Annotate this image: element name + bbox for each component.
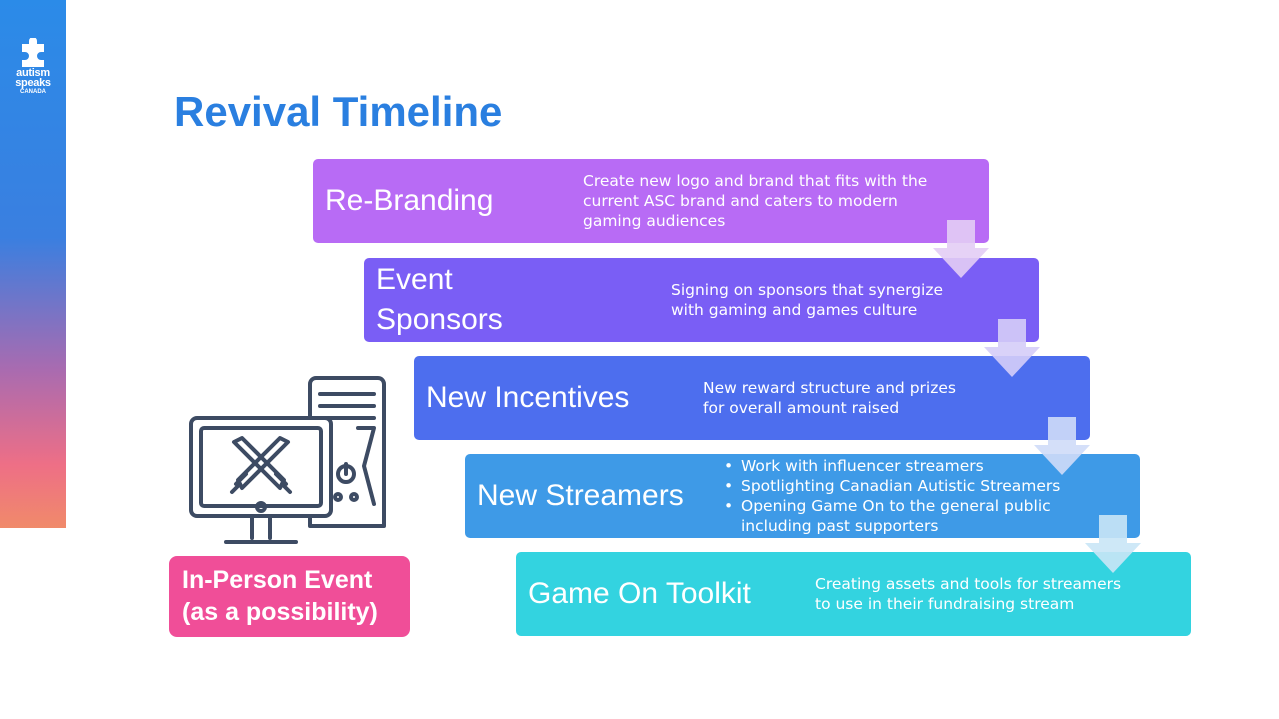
brand-sidebar: autism speaks CANADA	[0, 0, 66, 528]
arrow-down-icon	[1034, 417, 1090, 475]
step-heading: Event Sponsors	[376, 258, 503, 342]
logo-line-speaks: speaks	[15, 77, 51, 89]
timeline-step-game-on-toolkit: Game On Toolkit Creating assets and tool…	[516, 552, 1191, 636]
description-line: Signing on sponsors that synergize	[671, 281, 944, 299]
gaming-computer-icon	[189, 376, 386, 544]
step-bullets: Work with influencer streamers Spotlight…	[723, 454, 1063, 538]
timeline-step-new-incentives: New Incentives New reward structure and …	[414, 356, 1090, 440]
puzzle-piece-icon	[22, 38, 44, 67]
arrow-down-icon	[984, 319, 1040, 377]
step-heading: Re-Branding	[325, 184, 494, 217]
description-line: gaming audiences	[583, 212, 726, 230]
timeline-step-event-sponsors: Event Sponsors Signing on sponsors that …	[364, 258, 1039, 342]
bullet-item: Work with influencer streamers	[724, 456, 1063, 476]
step-heading: New Streamers	[477, 479, 684, 512]
arrow-down-icon	[933, 220, 989, 278]
step-description: Create new logo and brand that fits with…	[583, 159, 927, 243]
bullet-item: Opening Game On to the general public in…	[724, 496, 1063, 536]
bullet-item: Spotlighting Canadian Autistic Streamers	[724, 476, 1063, 496]
timeline-step-new-streamers: New Streamers Work with influencer strea…	[465, 454, 1140, 538]
description-line: to use in their fundraising stream	[815, 595, 1075, 613]
description-line: Create new logo and brand that fits with…	[583, 172, 928, 190]
in-person-event-callout: In-Person Event (as a possibility)	[169, 556, 410, 637]
heading-line: Event	[376, 263, 453, 296]
step-description: New reward structure and prizes for over…	[703, 356, 956, 440]
brand-logo: autism speaks CANADA	[10, 38, 56, 96]
logo-line-autism: autism	[16, 67, 50, 79]
timeline-step-rebranding: Re-Branding Create new logo and brand th…	[313, 159, 989, 243]
step-heading: New Incentives	[426, 381, 630, 414]
step-heading: Game On Toolkit	[528, 577, 751, 610]
description-line: New reward structure and prizes	[703, 379, 956, 397]
step-description: Signing on sponsors that synergize with …	[671, 258, 943, 342]
event-line: (as a possibility)	[182, 598, 378, 626]
description-line: Creating assets and tools for streamers	[815, 575, 1122, 593]
arrow-down-icon	[1085, 515, 1141, 573]
step-description: Creating assets and tools for streamers …	[815, 552, 1121, 636]
description-line: with gaming and games culture	[671, 301, 918, 319]
description-line: current ASC brand and caters to modern	[583, 192, 898, 210]
description-line: for overall amount raised	[703, 399, 900, 417]
page-title: Revival Timeline	[174, 88, 503, 135]
heading-line: Sponsors	[376, 303, 503, 336]
event-line: In-Person Event	[182, 566, 373, 594]
logo-line-canada: CANADA	[20, 89, 46, 95]
